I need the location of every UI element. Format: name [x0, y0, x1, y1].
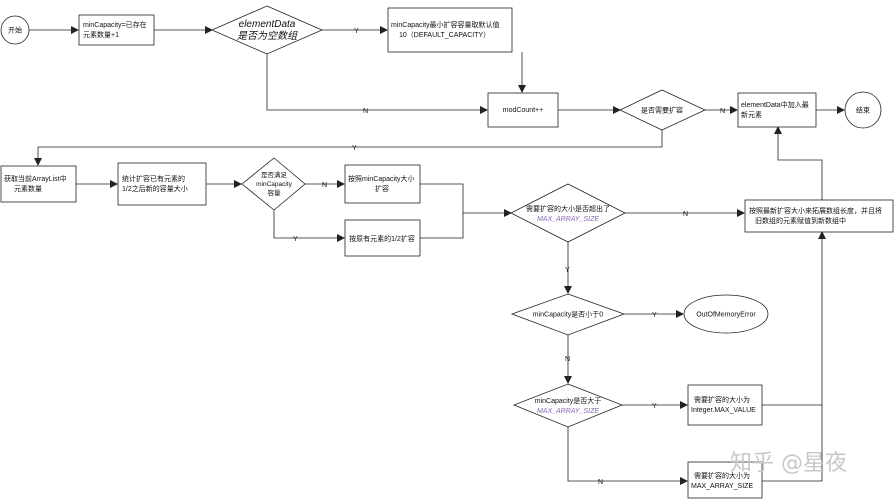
array-max-label-line1: 需要扩容的大小为 — [694, 471, 750, 480]
array-max-label-line2: MAX_ARRAY_SIZE — [691, 483, 753, 490]
empty-array-decision[interactable]: elementData 是否为空数组 — [210, 5, 324, 55]
greater-than-max-decision[interactable]: minCapacity是否大于 MAX_ARRAY_SIZE — [512, 383, 624, 428]
default-cap-label-line2: 10（DEFAULT_CAPACITY） — [399, 31, 490, 39]
edges — [29, 26, 845, 485]
calc-new-label-line2: 1/2之后新的容量大小 — [122, 184, 188, 193]
lt-zero-label: minCapacity是否小于0 — [533, 310, 604, 319]
less-than-zero-decision[interactable]: minCapacity是否小于0 — [510, 293, 626, 336]
grow-by-half-node[interactable]: 按原有元素的1/2扩容 — [344, 219, 421, 257]
add-element-node[interactable]: elementData中加入最 新元素 — [737, 92, 817, 128]
edge-label-ltzero-no: N — [565, 356, 570, 363]
edge-label-emptycheck-no: N — [363, 108, 368, 115]
edge-labels: Y N N Y N Y N Y Y N Y N — [293, 28, 725, 486]
copy-array-node[interactable]: 按照最新扩容大小来拓展数组长度，并且将 旧数组的元素赋值到新数组中 — [744, 199, 894, 233]
edge-label-satisfy-no: N — [322, 182, 327, 189]
edge-label-exceed-yes: Y — [565, 267, 570, 274]
max-array-size-node[interactable]: 需要扩容的大小为 MAX_ARRAY_SIZE — [687, 461, 763, 499]
edge-label-gtmax-yes: Y — [652, 403, 657, 410]
copy-array-label-line2: 旧数组的元素赋值到新数组中 — [755, 216, 846, 225]
end-node[interactable]: 结束 — [844, 91, 882, 129]
add-elem-label-line2: 新元素 — [741, 110, 762, 119]
integer-max-value-node[interactable]: 需要扩容的大小为 Integer.MAX_VALUE — [687, 384, 763, 426]
add-elem-label-line1: elementData中加入最 — [741, 100, 809, 109]
edge-growhalf-exceed — [420, 213, 464, 239]
need-grow-label: 是否需要扩容 — [641, 106, 683, 115]
gt-max-label-line1: minCapacity是否大于 — [535, 396, 602, 405]
get-size-node[interactable]: 获取当前ArrayList中 元素数量 — [0, 165, 77, 203]
exceed-label-line2: MAX_ARRAY_SIZE — [537, 216, 599, 223]
init-min-label-line1: minCapacity=已存在 — [83, 20, 147, 29]
empty-check-label-line2: 是否为空数组 — [237, 30, 298, 42]
init-min-label-line2: 元素数量+1 — [83, 30, 119, 39]
exceed-label-line1: 需要扩容的大小是否超出了 — [526, 204, 610, 213]
copy-array-label-line1: 按照最新扩容大小来拓展数组长度，并且将 — [749, 206, 882, 215]
edge-label-gtmax-no: N — [598, 479, 603, 486]
edge-satisfy-growhalf-yes — [273, 208, 345, 242]
grow-by-min-capacity-node[interactable]: 按照minCapacity大小 扩容 — [344, 164, 421, 204]
satisfy-min-capacity-decision[interactable]: 是否满足 minCapacity 容量 — [241, 157, 306, 211]
satisfy-label-line3: 容量 — [268, 188, 282, 197]
edge-copy-add — [774, 126, 823, 200]
int-max-label-line2: Integer.MAX_VALUE — [691, 407, 756, 414]
satisfy-label-line2: minCapacity — [256, 181, 293, 188]
edge-label-exceed-no: N — [683, 211, 688, 218]
gt-max-label-line2: MAX_ARRAY_SIZE — [537, 408, 599, 415]
oom-label: OutOfMemoryError — [696, 312, 756, 319]
grow-min-label-line1: 按照minCapacity大小 — [348, 174, 415, 183]
edge-label-needgrow-yes: Y — [352, 145, 357, 152]
edge-emptycheck-modcount-no — [266, 54, 488, 114]
modcount-label: modCount++ — [503, 107, 543, 114]
start-node[interactable]: 开始 — [0, 15, 30, 45]
edge-needgrow-getsize-yes — [34, 130, 663, 166]
get-size-label-line2: 元素数量 — [14, 184, 42, 193]
calc-new-capacity-node[interactable]: 统计扩容已有元素的 1/2之后新的容量大小 — [117, 162, 207, 206]
edge-label-ltzero-yes: Y — [652, 312, 657, 319]
out-of-memory-error-node[interactable]: OutOfMemoryError — [683, 294, 769, 334]
end-label: 结束 — [856, 106, 870, 115]
empty-check-label-line1: elementData — [239, 19, 296, 30]
int-max-label-line1: 需要扩容的大小为 — [694, 395, 750, 404]
get-size-label-line1: 获取当前ArrayList中 — [4, 174, 67, 183]
exceed-max-decision[interactable]: 需要扩容的大小是否超出了 MAX_ARRAY_SIZE — [510, 183, 626, 243]
need-grow-decision[interactable]: 是否需要扩容 — [619, 89, 706, 131]
grow-half-label: 按原有元素的1/2扩容 — [349, 234, 415, 243]
edge-gtmax-arraymax-no — [567, 427, 688, 485]
start-label: 开始 — [8, 26, 22, 35]
default-cap-label-line1: minCapacity最小扩容容量取默认值 — [391, 20, 500, 29]
calc-new-label-line1: 统计扩容已有元素的 — [122, 174, 185, 183]
edge-growmin-exceed — [420, 183, 512, 217]
watermark: 知乎 @星夜 — [730, 451, 847, 476]
edge-label-emptycheck-yes: Y — [354, 28, 359, 35]
edge-arraymax-copy — [762, 231, 826, 482]
default-capacity-node[interactable]: minCapacity最小扩容容量取默认值 10（DEFAULT_CAPACIT… — [387, 7, 513, 53]
edge-label-needgrow-no: N — [720, 108, 725, 115]
satisfy-label-line1: 是否满足 — [261, 170, 288, 179]
modcount-node[interactable]: modCount++ — [487, 92, 559, 128]
edge-label-satisfy-yes: Y — [293, 236, 298, 243]
grow-min-label-line2: 扩容 — [375, 184, 389, 193]
init-min-capacity-node[interactable]: minCapacity=已存在 元素数量+1 — [78, 14, 155, 46]
